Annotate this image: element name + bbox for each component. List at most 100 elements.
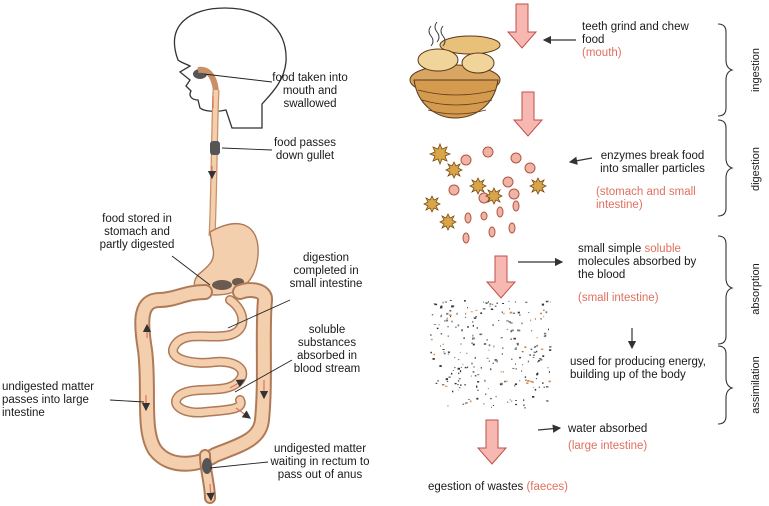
molecule-speck	[517, 311, 520, 314]
molecule-speck	[502, 303, 504, 304]
molecule-speck	[433, 324, 437, 325]
molecule-speck	[472, 334, 474, 337]
molecule-speck	[511, 400, 513, 403]
molecule-speck	[457, 384, 459, 386]
molecule-speck	[523, 399, 525, 402]
molecule-speck	[446, 378, 448, 381]
step-ingestion-text: teeth grind and chew food	[582, 21, 689, 46]
molecule-speck	[514, 384, 516, 387]
molecule-speck	[523, 404, 525, 406]
molecule-speck	[480, 367, 482, 369]
molecule-speck	[467, 366, 469, 369]
molecule-speck	[508, 300, 510, 302]
molecule-speck	[533, 346, 536, 348]
molecule-speck	[431, 314, 434, 316]
molecule-speck	[447, 405, 449, 407]
molecule-speck	[449, 310, 452, 312]
molecule-speck	[509, 308, 510, 310]
molecule-speck	[472, 371, 475, 373]
molecule-speck	[466, 352, 468, 354]
molecule-speck	[511, 329, 514, 332]
molecule-speck	[533, 351, 536, 354]
molecule-speck	[548, 349, 552, 351]
molecule-speck	[530, 348, 533, 350]
molecule-speck	[473, 317, 477, 319]
molecule-speck	[442, 301, 444, 304]
molecule-speck	[543, 309, 545, 311]
label-large-intestine: undigested matter passes into large inte…	[2, 381, 95, 419]
molecule-speck	[480, 333, 483, 335]
molecule-speck	[476, 397, 479, 400]
molecule-speck	[438, 324, 440, 326]
molecule-speck	[451, 372, 453, 375]
molecule-speck	[474, 357, 476, 359]
molecule-speck	[545, 311, 548, 314]
molecule-speck	[449, 300, 452, 301]
molecule-speck	[457, 324, 460, 327]
step-ingestion: teeth grind and chew food (mouth)	[582, 21, 702, 60]
molecule-speck	[487, 388, 489, 390]
molecule-speck	[517, 344, 519, 346]
molecule-speck	[514, 301, 517, 303]
molecule-speck	[452, 370, 454, 371]
molecule-speck	[488, 360, 490, 362]
molecule-speck	[467, 307, 468, 309]
molecule-speck	[484, 379, 486, 382]
molecule-speck	[460, 384, 462, 386]
molecule-speck	[525, 301, 528, 303]
molecule-speck	[543, 335, 546, 338]
molecule-speck	[495, 395, 497, 398]
molecule-speck	[440, 333, 443, 335]
stage-braces	[717, 23, 734, 425]
molecule-speck	[500, 382, 503, 385]
molecule-speck	[510, 338, 512, 340]
molecule-speck	[545, 386, 549, 388]
bread-basket	[409, 21, 501, 119]
molecule-speck	[483, 403, 485, 405]
molecule-speck	[469, 400, 472, 403]
molecule-speck	[465, 313, 467, 315]
molecule-speck	[446, 312, 449, 315]
molecule-speck	[452, 390, 454, 393]
molecule-speck	[475, 309, 478, 311]
step-digestion: enzymes break food into smaller particle…	[590, 150, 715, 212]
molecule-speck	[455, 326, 457, 328]
molecule-speck	[440, 315, 442, 318]
stage-digestion: digestion	[750, 146, 762, 192]
molecule-speck	[533, 387, 535, 388]
molecule-speck	[447, 353, 450, 355]
molecule-speck	[519, 314, 521, 316]
food-particles	[423, 142, 547, 244]
step-water: water absorbed (large intestine)	[568, 423, 688, 453]
molecule-speck	[530, 319, 532, 322]
molecule-speck	[524, 376, 527, 378]
molecule-speck	[498, 320, 500, 321]
molecule-speck	[507, 401, 509, 403]
molecule-speck	[492, 405, 495, 406]
molecule-speck	[491, 303, 494, 305]
molecule-speck	[516, 342, 519, 345]
molecule-speck	[502, 371, 504, 373]
molecule-speck	[524, 346, 527, 348]
molecule-speck	[467, 326, 469, 328]
molecule-speck	[537, 361, 539, 363]
stage-ingestion: ingestion	[750, 47, 762, 93]
molecule-speck	[434, 303, 438, 306]
molecule-speck	[546, 400, 549, 402]
molecule-speck	[472, 321, 474, 323]
molecule-speck	[542, 355, 545, 357]
molecule-speck	[536, 337, 538, 339]
step-ingestion-organ: (mouth)	[582, 47, 622, 59]
molecule-speck	[536, 373, 539, 376]
molecule-speck	[515, 383, 518, 385]
gullet-food-bolus	[210, 141, 220, 155]
molecule-speck	[472, 343, 475, 346]
molecule-speck	[491, 406, 492, 409]
molecule-speck	[532, 354, 535, 356]
molecule-speck	[471, 342, 473, 344]
molecule-speck	[440, 345, 441, 347]
molecule-speck	[512, 367, 515, 370]
molecule-speck	[545, 300, 548, 303]
molecule-speck	[526, 382, 529, 384]
